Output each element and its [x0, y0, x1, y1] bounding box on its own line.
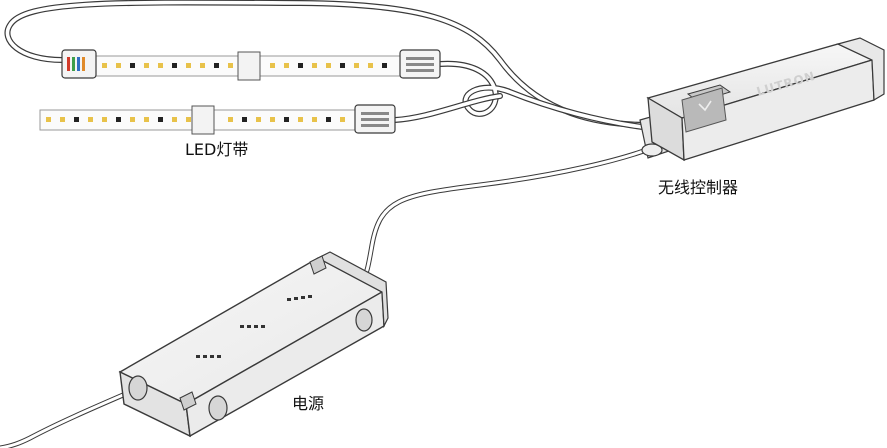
strip-1-leds	[102, 63, 387, 68]
power-supply	[118, 251, 389, 438]
psu-port-right	[355, 308, 373, 332]
strip-1-joiner	[237, 51, 261, 81]
led-chip	[326, 117, 331, 122]
led-chip	[60, 117, 65, 122]
led-chip	[340, 63, 345, 68]
led-chip	[74, 117, 79, 122]
led-chip	[172, 63, 177, 68]
strip-2-joiner	[191, 105, 215, 135]
psu-port-left	[128, 375, 148, 401]
power-cable	[357, 145, 655, 286]
top-loop-cable	[4, 0, 653, 128]
strip1-to-controller-cable	[437, 60, 653, 131]
led-chip	[242, 117, 247, 122]
led-chip	[354, 63, 359, 68]
led-chip	[382, 63, 387, 68]
strip-1-right-connector	[399, 49, 441, 79]
led-chip	[116, 63, 121, 68]
led-chip	[88, 117, 93, 122]
cables	[0, 0, 655, 448]
power-supply-label: 电源	[292, 394, 325, 413]
led-chip	[172, 117, 177, 122]
strip-1-left-connector	[61, 49, 97, 79]
led-strip-1	[61, 49, 441, 81]
led-chip	[312, 117, 317, 122]
led-chip	[102, 63, 107, 68]
led-chip	[200, 63, 205, 68]
led-chip	[270, 117, 275, 122]
led-chip	[186, 63, 191, 68]
led-chip	[130, 117, 135, 122]
led-chip	[214, 63, 219, 68]
led-chip	[158, 63, 163, 68]
led-chip	[312, 63, 317, 68]
wireless-controller: LUTRON	[639, 37, 885, 162]
strip-2-leds	[46, 117, 345, 122]
led-chip	[228, 117, 233, 122]
led-chip	[270, 63, 275, 68]
led-chip	[326, 63, 331, 68]
psu-port-front	[208, 395, 228, 421]
led-chip	[228, 63, 233, 68]
led-chip	[116, 117, 121, 122]
led-chip	[284, 117, 289, 122]
led-chip	[46, 117, 51, 122]
strip2-to-controller-cable	[392, 93, 503, 123]
led-chip	[256, 117, 261, 122]
led-chip	[144, 117, 149, 122]
led-chip	[144, 63, 149, 68]
led-chip	[298, 63, 303, 68]
led-chip	[340, 117, 345, 122]
strip-2-right-connector	[354, 104, 396, 134]
led-chip	[368, 63, 373, 68]
led-chip	[186, 117, 191, 122]
led-chip	[284, 63, 289, 68]
chevron-down-icon	[698, 100, 712, 112]
wireless-controller-label: 无线控制器	[658, 178, 739, 197]
led-chip	[130, 63, 135, 68]
led-chip	[158, 117, 163, 122]
led-chip	[102, 117, 107, 122]
mains-cable	[0, 389, 133, 448]
led-strip-label: LED灯带	[185, 140, 249, 159]
led-strip-2	[39, 104, 396, 135]
led-chip	[298, 117, 303, 122]
psu-indicator-dots	[196, 295, 312, 358]
